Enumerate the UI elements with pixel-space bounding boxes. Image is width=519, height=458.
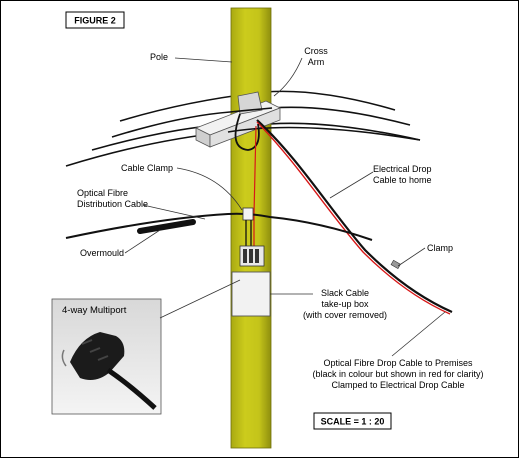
drop-clamp [390,259,401,270]
optical-drop-label-1: Optical Fibre Drop Cable to Premises [323,358,473,368]
multiport-label: 4-way Multiport [62,305,127,316]
slack-box-label-3: (with cover removed) [303,310,387,320]
electrical-drop-label-1: Electrical Drop [373,164,432,174]
leader-lines [124,57,446,357]
clamp-label: Clamp [427,243,453,253]
cable-clamp-label: Cable Clamp [121,163,173,173]
distribution-cable-label-2: Distribution Cable [77,199,148,209]
slack-box-label-2: take-up box [321,299,369,309]
scale-label: SCALE = 1 : 20 [321,417,385,427]
overmould [137,219,196,234]
electrical-drop-label-2: Cable to home [373,175,432,185]
overmould-label: Overmould [80,248,124,258]
cross-arm-label-1: Cross [304,46,328,56]
slack-box-label-1: Slack Cable [321,288,369,298]
front-wires [227,107,421,141]
figure-label-box [65,11,125,29]
multiport-photo [51,298,162,415]
pole-label: Pole [150,52,168,62]
electrical-drop-cable [256,119,453,314]
optical-drop-label-3: Clamped to Electrical Drop Cable [331,380,464,390]
multiport-on-pole [239,220,265,267]
slack-cable-box [231,271,271,317]
cross-arm-label-2: Arm [308,57,325,67]
scale-box [313,412,392,430]
figure-label: FIGURE 2 [74,16,116,26]
distribution-cable-label-1: Optical Fibre [77,188,128,198]
distribution-cable [65,212,373,241]
drop-cable-loop [234,113,260,151]
cable-clamp [242,207,254,221]
optical-drop-cable [256,121,451,315]
optical-drop-label-2: (black in colour but shown in red for cl… [312,369,483,379]
